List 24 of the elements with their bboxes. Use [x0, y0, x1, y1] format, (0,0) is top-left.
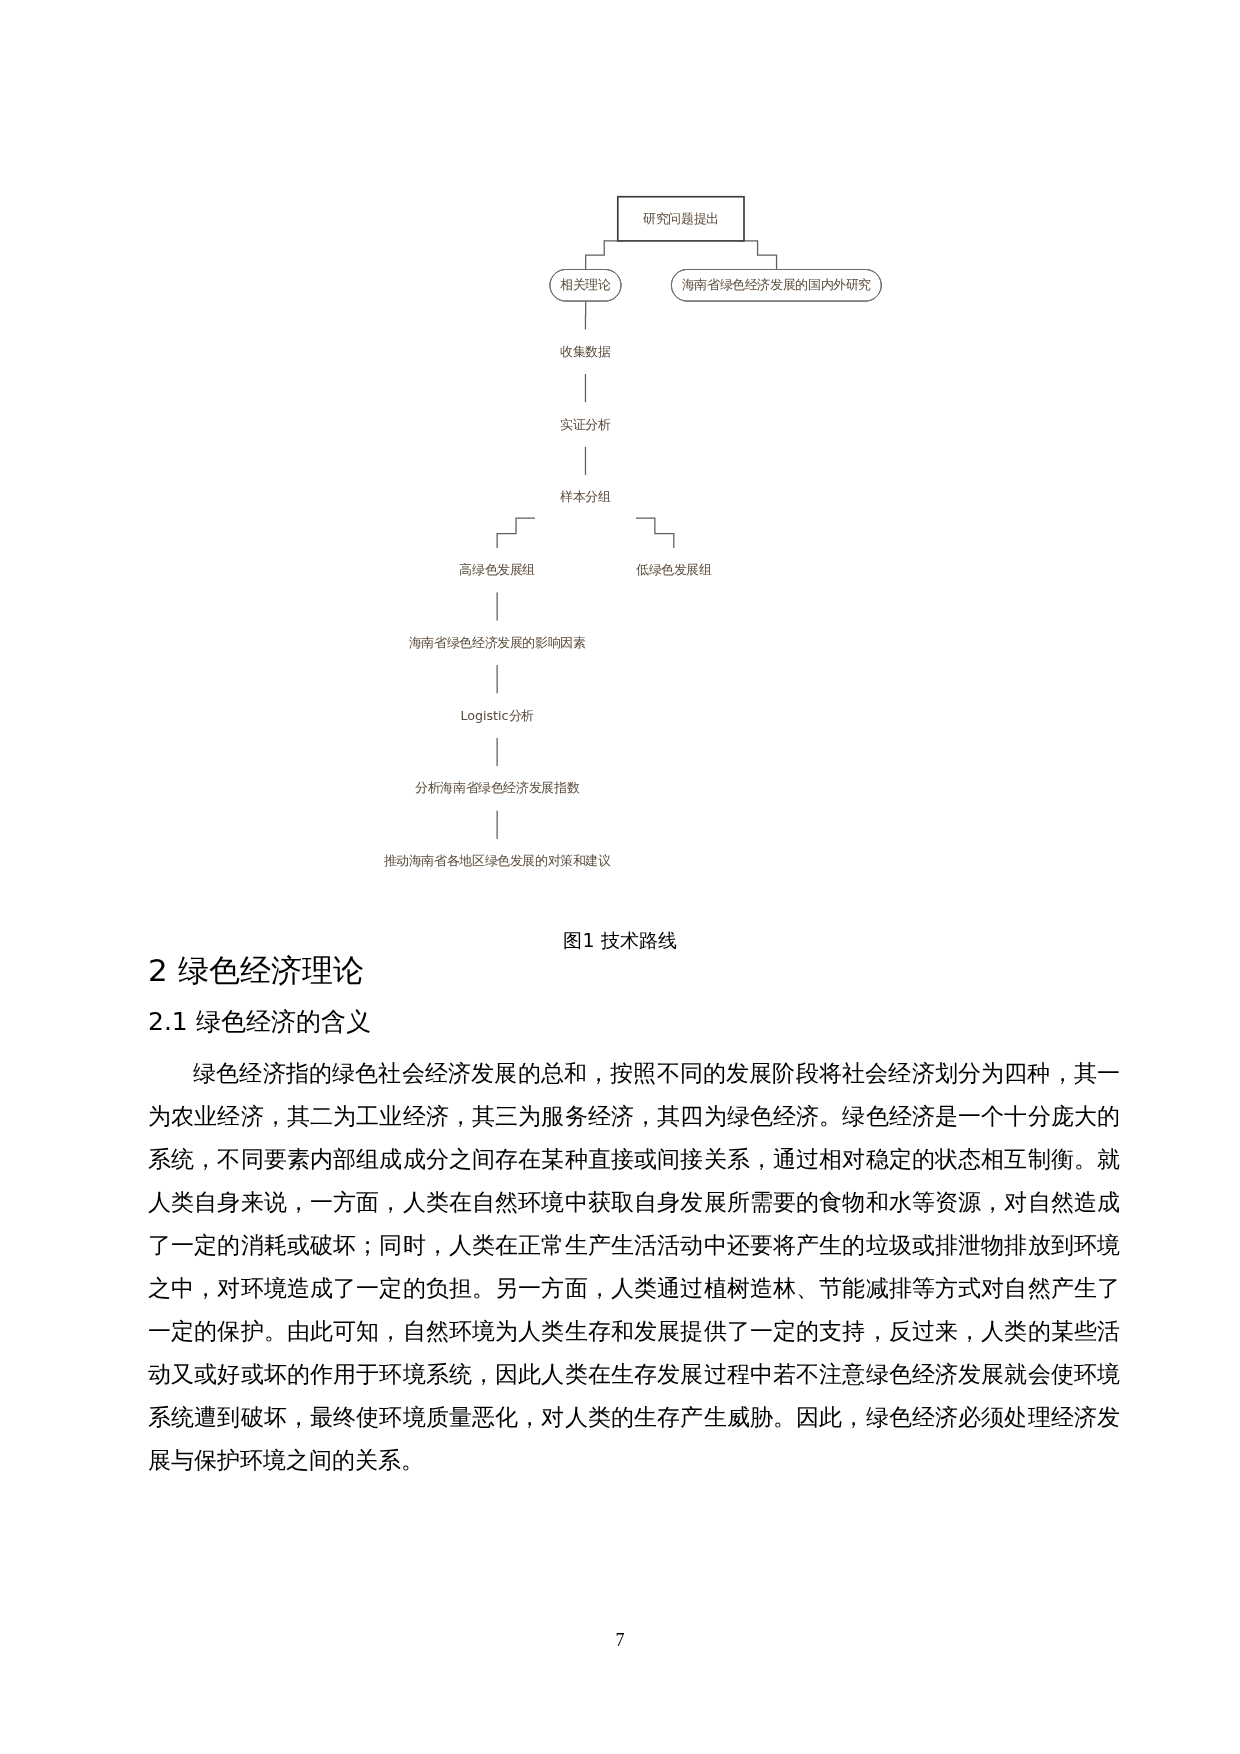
subsection-heading: 2.1 绿色经济的含义 — [148, 1006, 371, 1038]
connector — [496, 517, 536, 549]
node-text: 高绿色发展组 — [459, 562, 536, 578]
node-text: 实证分析 — [560, 416, 611, 432]
connector — [635, 517, 675, 549]
figure-caption: 图1 技术路线 — [562, 928, 678, 953]
page-number: 7 — [614, 1630, 626, 1651]
connector — [496, 737, 498, 767]
node-text: 海南省绿色经济发展的影响因素 — [409, 635, 586, 651]
node-text: 低绿色发展组 — [636, 562, 712, 578]
node-text: 样本分组 — [560, 489, 611, 505]
node-text: Logistic分析 — [460, 707, 534, 723]
body-paragraph: 绿色经济指的绿色社会经济发展的总和，按照不同的发展阶段将社会经济划分为四种，其一为农业经济，其二为工业经济，其三为服务经济，其四为绿色经济。绿色经济是一个十分庞大的系统，不同要素内部组成成分之间存在某种直接或间接关系，通过相对稳定的状态相互制衡。就人类自身来说，一方面，人类在自然环境中获取自身发展所需要的食物和水等资源，对自然造成了一定的消耗或破坏；同时，人类在正常生产生活活动中还要将产生的垃圾或排泄物排放到环境之中，对环境造成了一定的负担。另一方面，人类通过植树造林、节能减排等方式对自然产生了一定的保护。由此可知，自然环境为人类生存和发展提供了一定的支持，反过来，人类的某些活动又或好或坏的作用于环境系统，因此人类在生存发展过程中若不注意绿色经济发展就会使环境系统遭到破坏，最终使环境质量恶化，对人类的生存产生威胁。因此，绿色经济必须处理经济发展与保护环境之间的关系。 — [148, 1059, 1120, 1475]
node-text: 收集数据 — [560, 343, 611, 360]
connector — [496, 809, 498, 840]
connector — [585, 300, 587, 331]
connector — [585, 446, 587, 476]
connector — [496, 664, 498, 695]
node-text: 推动海南省各地区绿色发展的对策和建议 — [383, 853, 611, 869]
section-heading: 2 绿色经济理论 — [148, 951, 364, 990]
connector — [585, 373, 587, 404]
node-box: 研究问题提出 — [617, 195, 746, 242]
connector — [496, 591, 498, 622]
node-text: 分析海南省绿色经济发展指数 — [415, 780, 580, 796]
